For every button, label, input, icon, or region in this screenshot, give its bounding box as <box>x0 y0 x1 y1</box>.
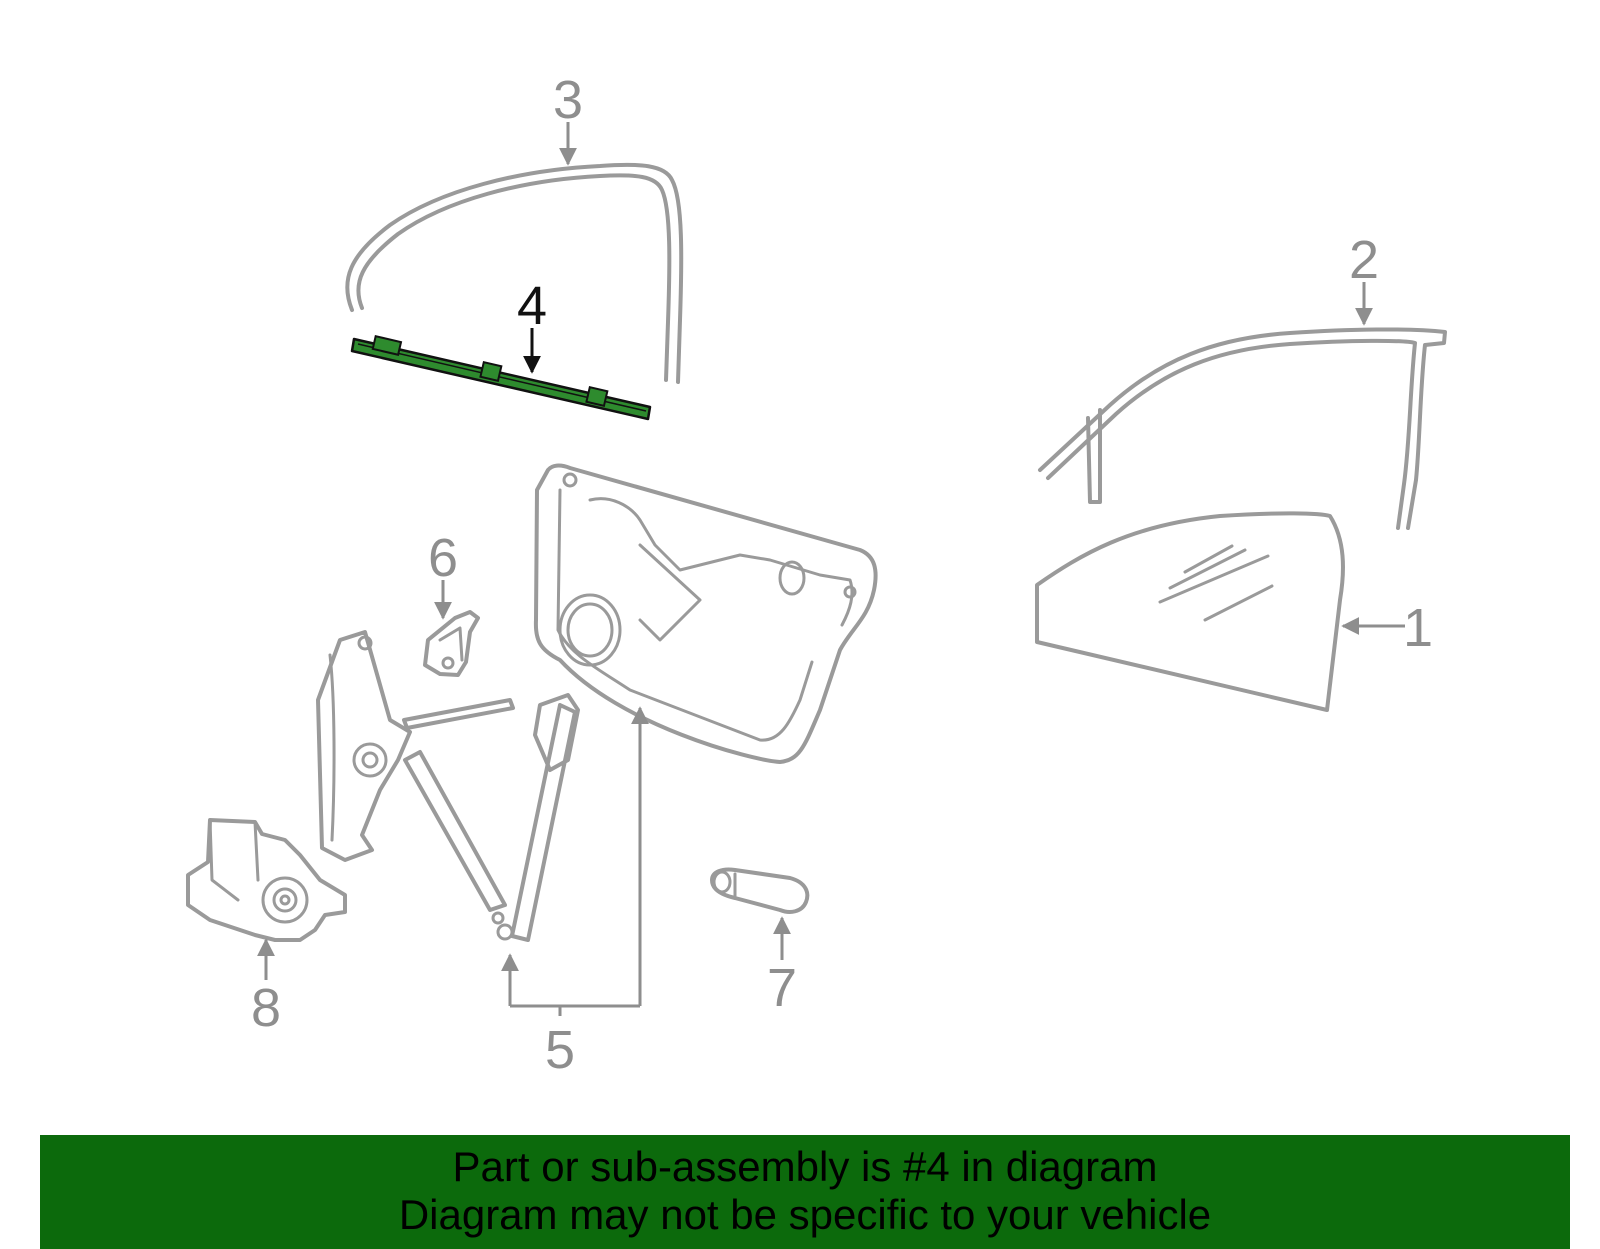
leader-lines <box>257 122 1405 1016</box>
callout-1: 1 <box>1403 598 1433 658</box>
part-7-crank-handle[interactable] <box>710 867 810 914</box>
callout-8: 8 <box>251 978 281 1038</box>
banner-line-part: Part or sub-assembly is #4 in diagram <box>452 1143 1158 1190</box>
part-4-run-channel[interactable] <box>350 335 652 421</box>
info-banner: Part or sub-assembly is #4 in diagram Di… <box>40 1135 1570 1249</box>
callout-6: 6 <box>428 528 458 588</box>
part-5-door-carrier[interactable] <box>533 463 878 764</box>
callout-2: 2 <box>1349 230 1379 290</box>
part-1-door-glass[interactable] <box>1035 511 1345 712</box>
callout-7: 7 <box>767 958 797 1018</box>
part-2-outer-frame[interactable] <box>1038 327 1447 530</box>
window-regulator[interactable] <box>316 630 580 942</box>
part-6-bracket[interactable] <box>423 610 480 677</box>
callout-4: 4 <box>517 276 547 336</box>
callout-5: 5 <box>545 1020 575 1080</box>
callout-3: 3 <box>553 70 583 130</box>
part-3-frame-seal[interactable] <box>345 162 684 384</box>
part-8-window-motor[interactable] <box>186 818 347 942</box>
banner-line-disclaimer: Diagram may not be specific to your vehi… <box>398 1191 1212 1238</box>
